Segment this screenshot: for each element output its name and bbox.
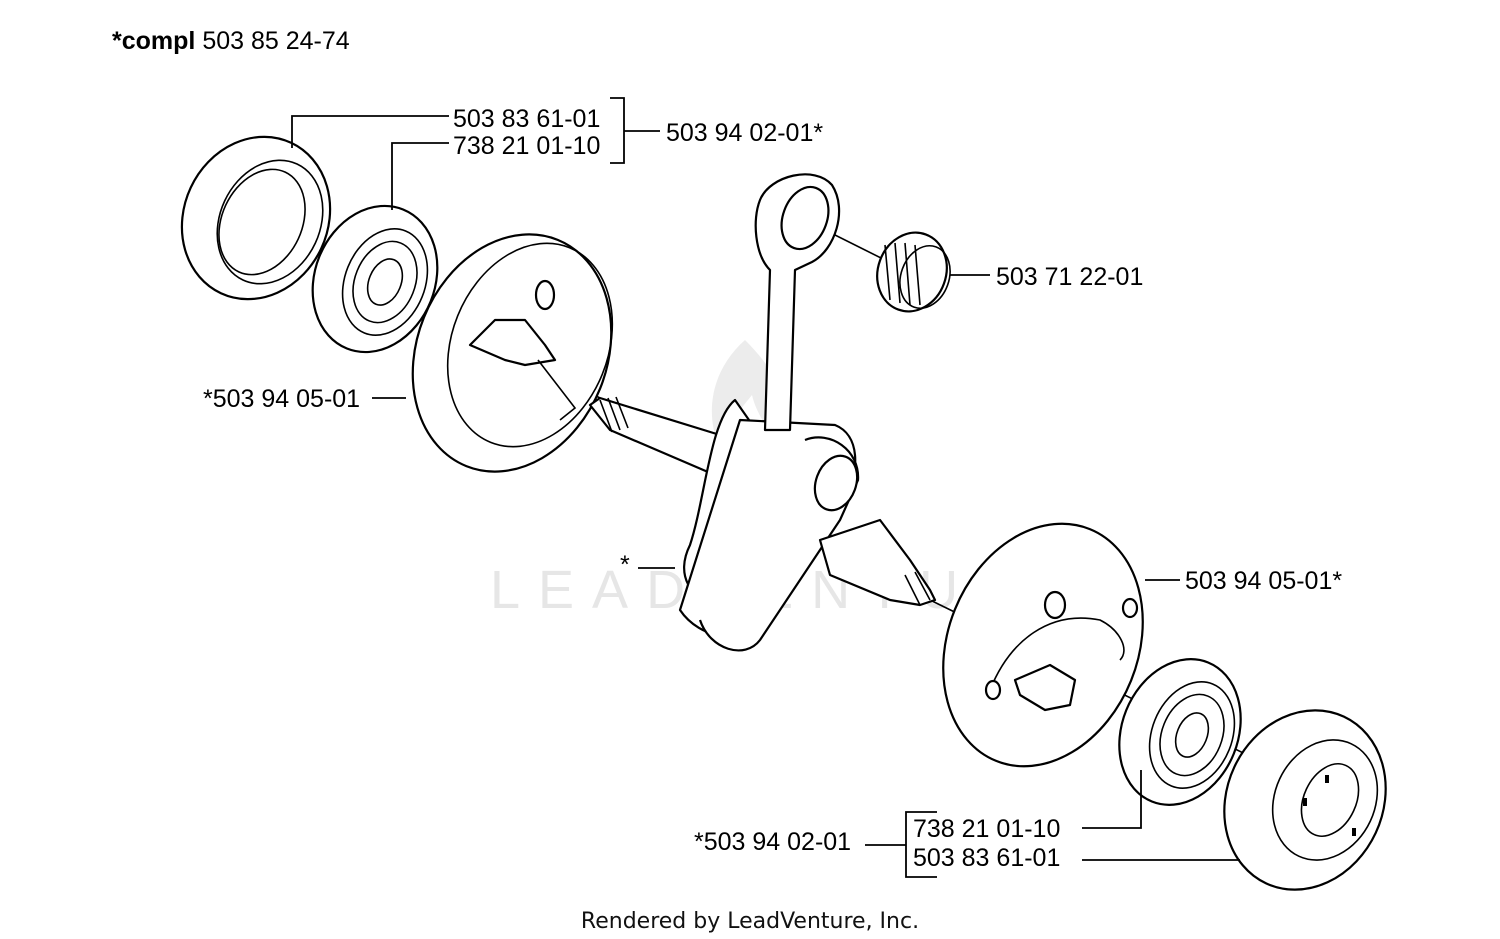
label-crankshaft: * xyxy=(620,551,630,579)
header-number: 503 85 24-74 xyxy=(202,27,349,55)
label-left-flywheel-half: *503 94 05-01 xyxy=(203,385,360,413)
label-top-bearing: 738 21 01-10 xyxy=(453,132,600,160)
assembly-header: *compl 503 85 24-74 xyxy=(112,27,350,55)
top-bearing-shell xyxy=(180,135,332,301)
label-bottom-group: *503 94 02-01 xyxy=(694,828,851,856)
footer-credit: Rendered by LeadVenture, Inc. xyxy=(581,909,919,934)
label-top-bearing-shell: 503 83 61-01 xyxy=(453,105,600,133)
label-bottom-bearing-shell: 503 83 61-01 xyxy=(913,844,1060,872)
leader-lines xyxy=(291,97,1240,878)
crankshaft xyxy=(588,396,937,652)
label-bottom-bearing: 738 21 01-10 xyxy=(913,815,1060,843)
label-top-group: 503 94 02-01* xyxy=(666,119,823,147)
label-right-flywheel-half: 503 94 05-01* xyxy=(1185,567,1342,595)
top-ball-bearing xyxy=(311,204,439,354)
bottom-bearing-shell xyxy=(1223,709,1387,891)
header-prefix: *compl xyxy=(112,27,195,55)
right-flywheel-half xyxy=(942,522,1144,768)
bottom-ball-bearing xyxy=(1118,658,1242,806)
connecting-rod xyxy=(754,173,841,432)
needle-bearing xyxy=(876,231,951,313)
label-needle-bearing: 503 71 22-01 xyxy=(996,263,1143,291)
left-flywheel-half xyxy=(411,233,614,473)
